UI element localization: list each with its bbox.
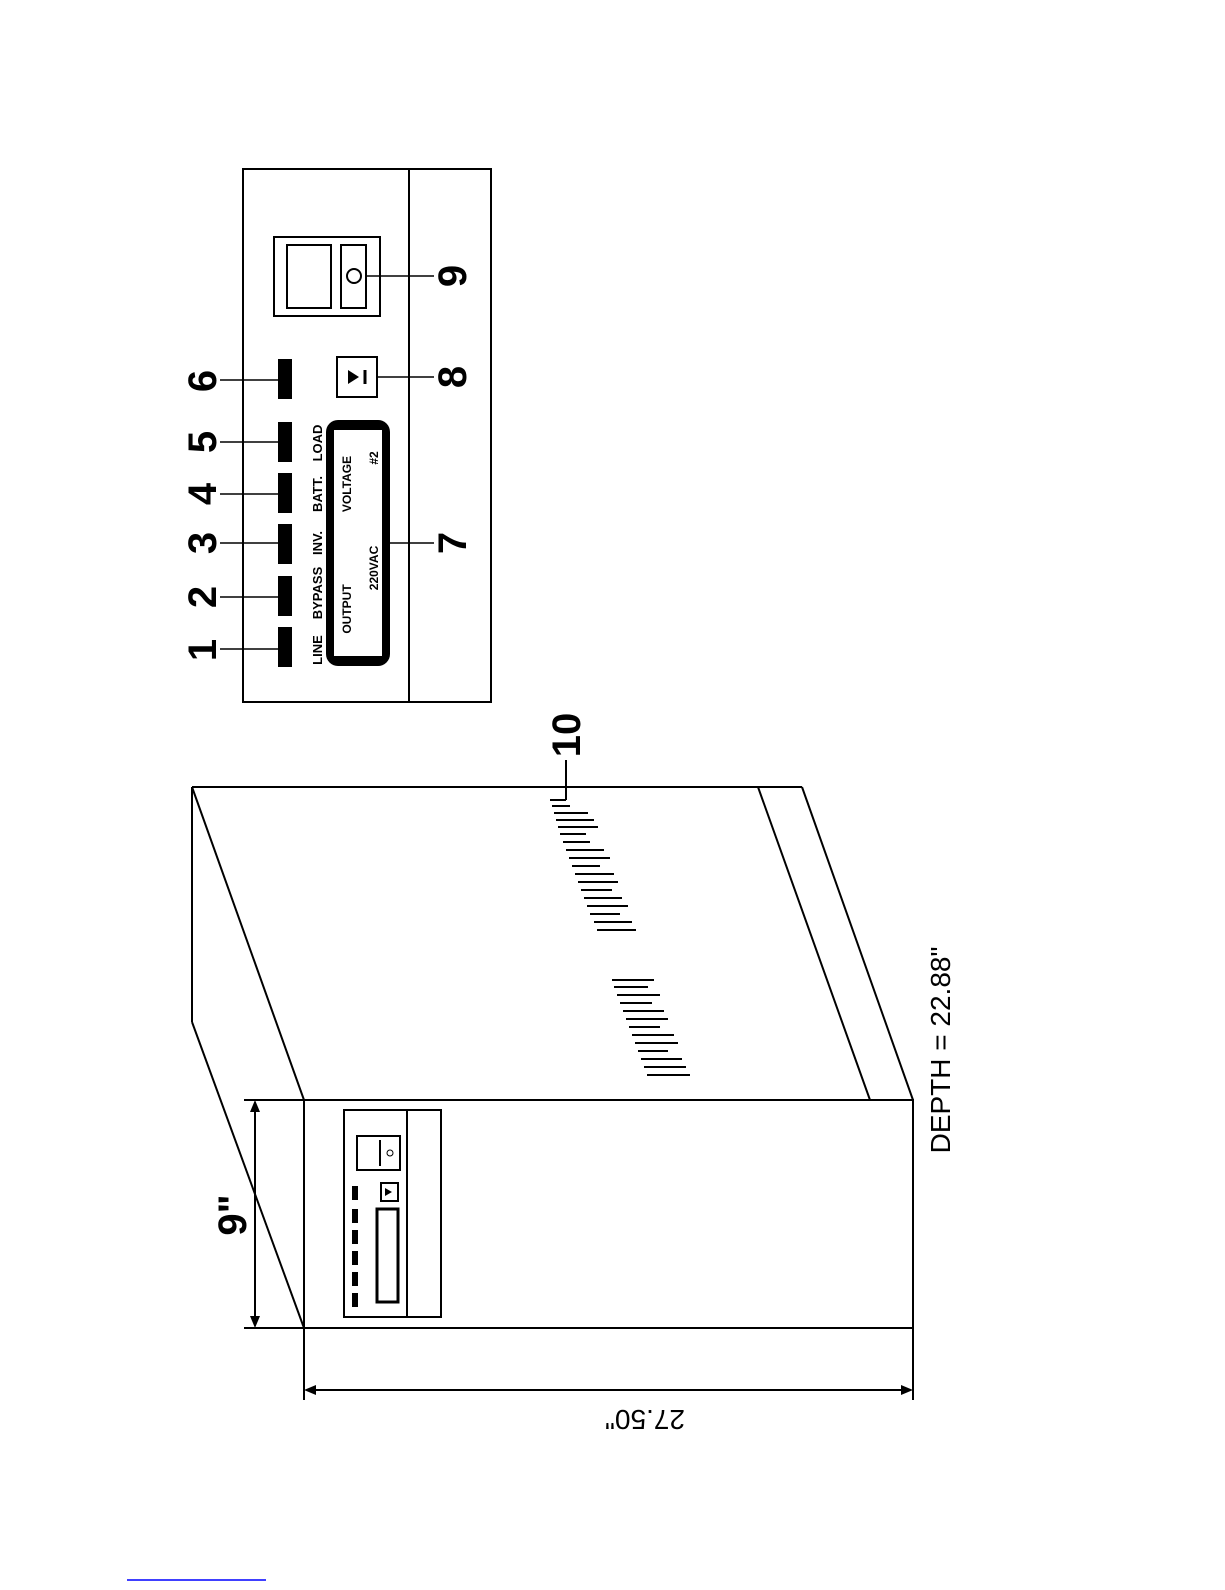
front-face [304,1100,913,1328]
label-line: LINE [310,635,325,665]
callout-1: 1 [181,639,225,661]
indicator-led-inv [278,524,292,564]
vent-slots [550,800,690,1075]
switch-rocker [341,245,366,308]
mini-led-3 [352,1251,358,1265]
top-left-slope [192,1022,304,1328]
mini-lcd [377,1209,398,1302]
callout-3: 3 [181,532,225,554]
label-inv: INV. [310,531,325,555]
height-arrow-right [901,1385,913,1395]
side-right-slope [802,787,913,1100]
height-arrow-left [304,1385,316,1395]
mini-eject-icon [385,1188,392,1196]
width-arrow-bottom [250,1316,260,1328]
mini-led-4 [352,1230,358,1244]
mini-panel-outline [344,1110,441,1317]
mini-switch-circle [387,1150,393,1156]
callout-2: 2 [181,586,225,608]
callout-4: 4 [181,482,225,505]
callout-6: 6 [181,370,225,392]
callout-9: 9 [431,265,475,287]
switch-housing [274,237,380,316]
lcd-line1-left: OUTPUT [340,584,354,634]
cabinet-drawing [192,787,913,1328]
callout-8: 8 [431,366,475,388]
indicator-led-load [278,422,292,462]
lcd-line1-right: VOLTAGE [340,456,354,512]
mini-led-1 [352,1293,358,1307]
lcd-line2-right: #2 [367,451,381,465]
depth-dimension-label: DEPTH = 22.88" [925,947,956,1154]
lcd-line2-left: 220VAC [367,545,381,590]
top-rear-to-front-left [192,787,304,1100]
switch-window [287,245,331,308]
callout-7: 7 [431,532,475,554]
mini-led-2 [352,1272,358,1286]
indicator-led-batt [278,473,292,513]
label-bypass: BYPASS [310,566,325,619]
width-dimension-label: 9" [211,1194,255,1235]
mini-switch [357,1136,400,1170]
front-panel-detail [220,169,491,702]
indicator-led-bypass [278,576,292,616]
width-arrow-top [250,1100,260,1112]
mini-led-6 [352,1186,358,1200]
indicator-labels: LINE BYPASS INV. BATT. LOAD [310,425,325,665]
side-inner-slope [758,787,870,1100]
indicator-led-6 [278,359,292,399]
mini-led-5 [352,1209,358,1223]
callout-10: 10 [545,713,589,758]
eject-triangle-icon [348,370,359,384]
label-batt: BATT. [310,476,325,512]
height-dimension-label: 27.50" [605,1404,685,1435]
label-load: LOAD [310,425,325,462]
indicator-led-line [278,627,292,667]
switch-indicator-circle [347,269,361,283]
callout-5: 5 [181,431,225,453]
